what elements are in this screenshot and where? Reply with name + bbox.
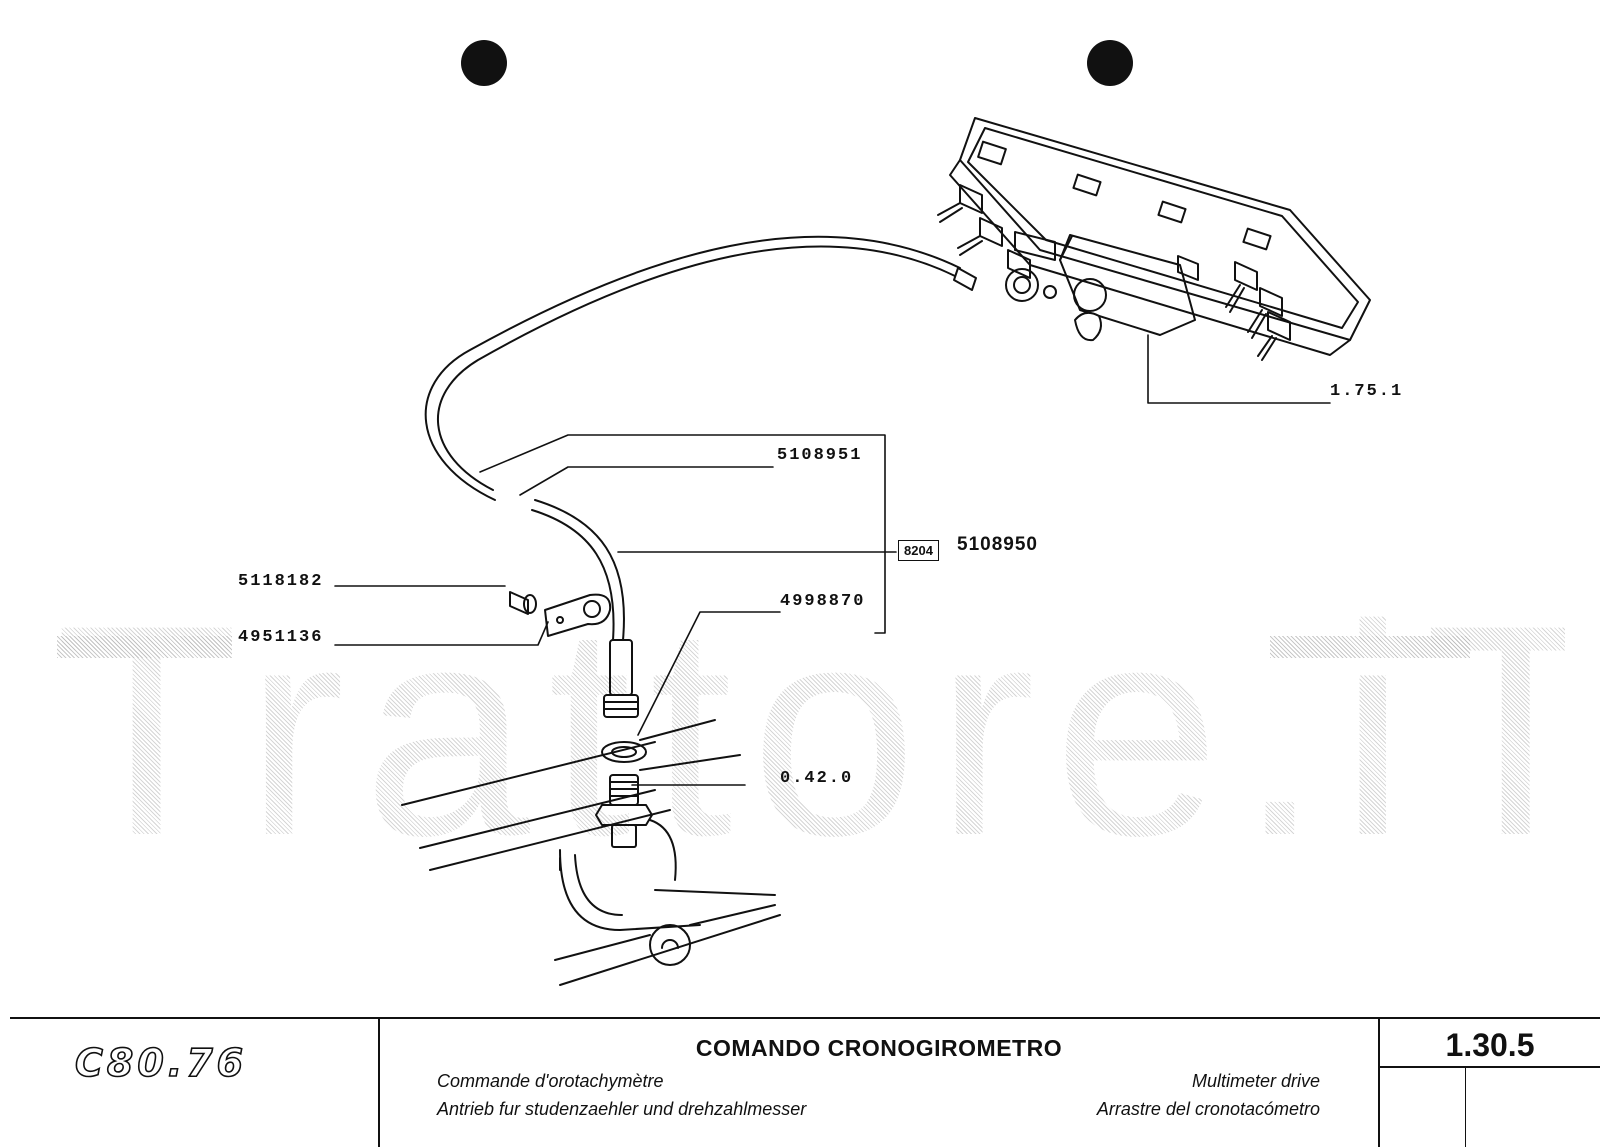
cable-5108950 <box>531 499 625 641</box>
gearbox-housing <box>401 719 781 986</box>
cable-5108951 <box>424 235 977 501</box>
reference-divider <box>1380 1066 1600 1068</box>
spacer-5118182 <box>509 591 537 615</box>
group-code-box: 8204 <box>898 540 939 561</box>
callout-4951136: 4951136 <box>238 628 324 647</box>
reference-column-divider <box>1465 1066 1466 1147</box>
callout-4998870: 4998870 <box>780 592 866 611</box>
title-german: Antrieb fur studenzaehler und drehzahlme… <box>437 1099 807 1119</box>
description-cell: COMANDO CRONOGIROMETRO Commande d'orotac… <box>380 1019 1380 1147</box>
model-logo: C80.76 <box>74 1040 248 1086</box>
cable-end-fitting <box>595 639 653 848</box>
title-spanish: Arrastre del cronotacómetro <box>1096 1099 1320 1119</box>
exploded-parts-drawing <box>334 40 1371 986</box>
title-french: Commande d'orotachymètre <box>437 1071 664 1091</box>
callout-1751: 1.75.1 <box>1330 382 1404 401</box>
callout-5108950: 5108950 <box>957 534 1038 555</box>
registration-dot-left <box>461 40 507 86</box>
clip-4951136 <box>544 593 612 637</box>
watermark-bar-left <box>57 636 232 658</box>
reference-cell: 1.30.5 <box>1380 1019 1600 1147</box>
registration-dot-right <box>1087 40 1133 86</box>
page-reference: 1.30.5 <box>1445 1027 1535 1063</box>
title-block: C80.76 COMANDO CRONOGIROMETRO Commande d… <box>10 1017 1600 1147</box>
instrument-panel <box>937 117 1371 361</box>
callout-0420: 0.42.0 <box>780 769 854 788</box>
watermark-bar-right <box>1270 636 1470 658</box>
model-logo-cell: C80.76 <box>10 1019 380 1147</box>
leader-lines <box>334 334 1331 786</box>
callout-5118182: 5118182 <box>238 572 324 591</box>
title-english: Multimeter drive <box>1191 1071 1320 1091</box>
callout-5108951: 5108951 <box>777 446 863 465</box>
drawing-title: COMANDO CRONOGIROMETRO <box>695 1035 1063 1061</box>
